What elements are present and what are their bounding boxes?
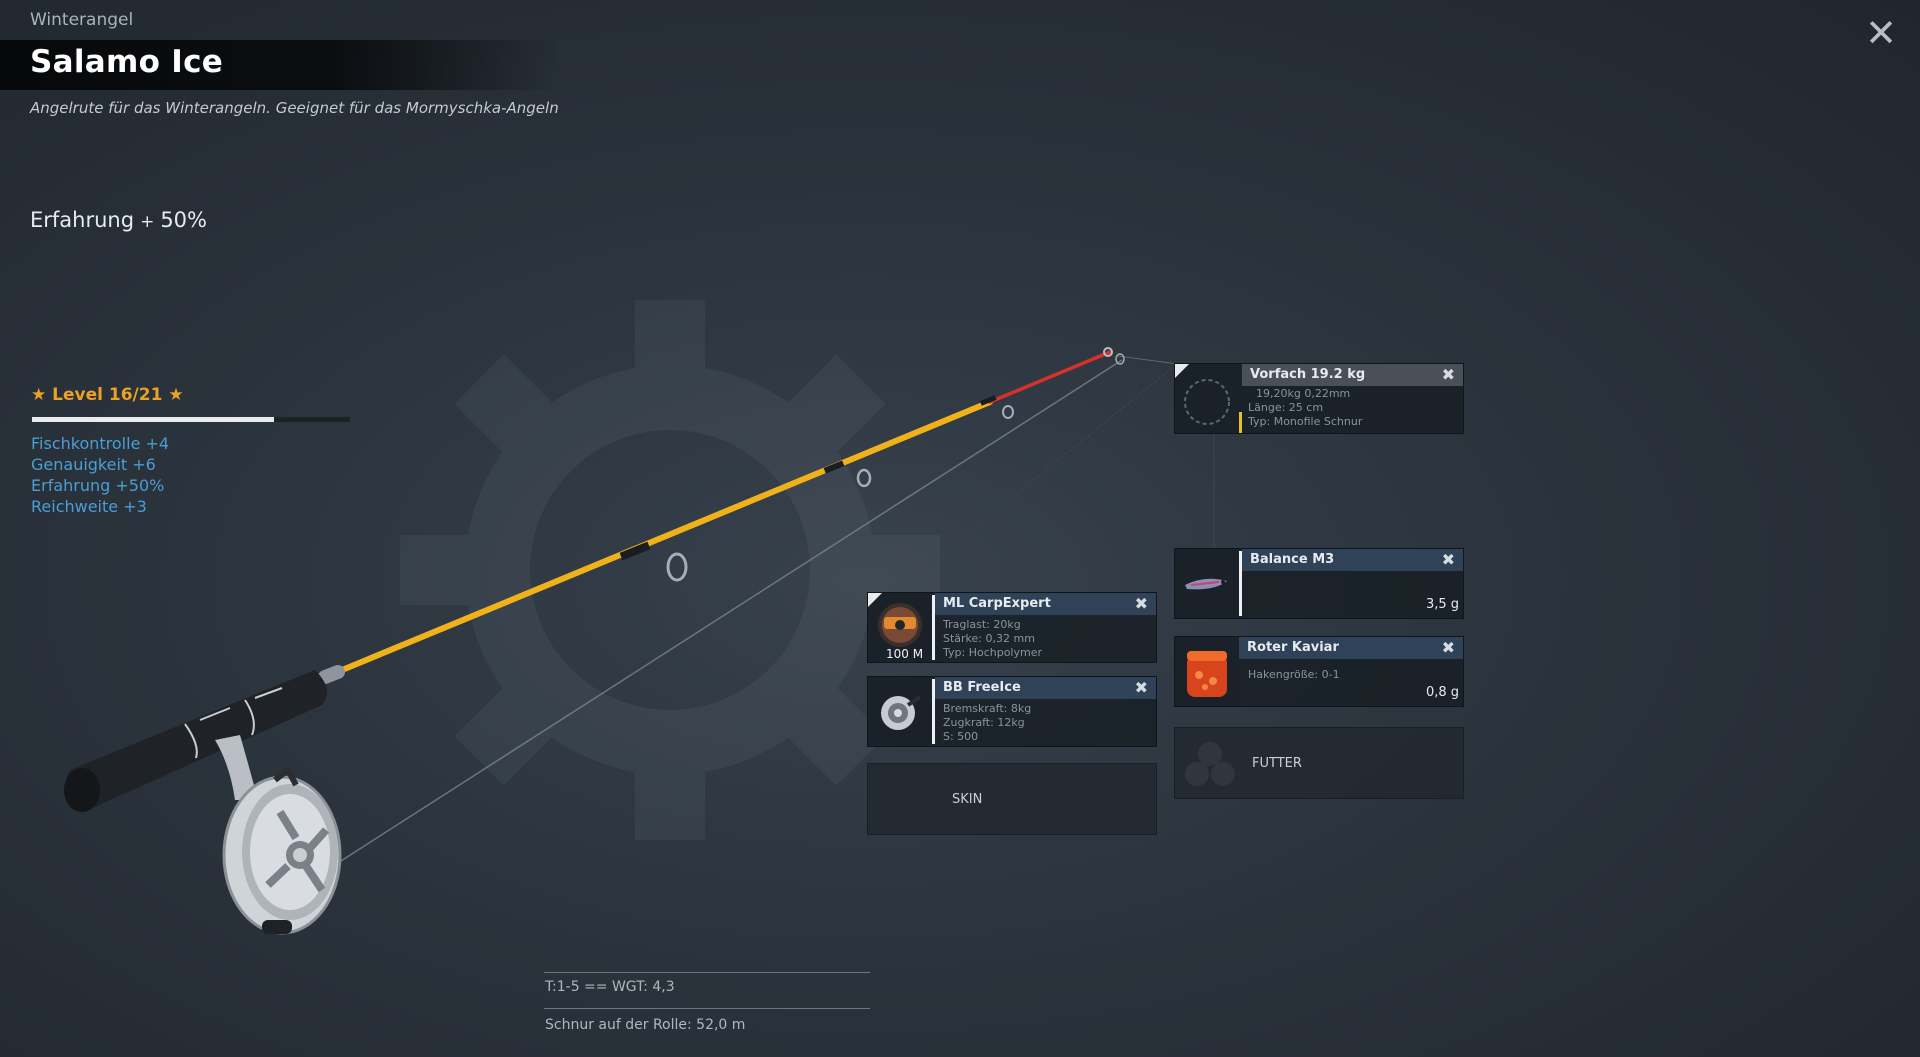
bait-prop: Hakengröße: 0-1 <box>1248 668 1340 681</box>
reel-header: BB FreeIce ✖ <box>935 677 1156 699</box>
leader-prop: Typ: Monofile Schnur <box>1248 415 1363 428</box>
experience-plus: + <box>140 212 155 232</box>
bait-header: Roter Kaviar ✖ <box>1239 637 1463 659</box>
line-on-reel: Schnur auf der Rolle: 52,0 m <box>545 1017 746 1033</box>
leader-header: Vorfach 19.2 kg ✖ <box>1242 364 1463 386</box>
rod-stats: T:1-5 == WGT: 4,3 <box>545 979 675 995</box>
reel-name: BB FreeIce <box>943 680 1021 695</box>
slot-corner-marker <box>1175 364 1189 378</box>
leader-marker <box>1239 412 1242 433</box>
category-label: Winterangel <box>30 10 134 30</box>
bait-weight: 0,8 g <box>1425 685 1459 700</box>
remove-lure-close-icon[interactable]: ✖ <box>1441 550 1455 569</box>
leader-name: Vorfach 19.2 kg <box>1250 367 1366 382</box>
reel-prop: S: 500 <box>943 730 979 743</box>
lure-weight: 3,5 g <box>1425 597 1459 612</box>
skin-slot[interactable]: SKIN <box>867 763 1157 835</box>
reel-slot[interactable]: BB FreeIce ✖ Bremskraft: 8kg Zugkraft: 1… <box>867 676 1157 747</box>
slot-divider <box>932 595 935 660</box>
groundbait-label: FUTTER <box>1252 756 1302 771</box>
bait-slot[interactable]: Roter Kaviar ✖ Hakengröße: 0-1 0,8 g <box>1174 636 1464 707</box>
skin-label: SKIN <box>952 792 983 807</box>
line-slot[interactable]: 100 M ML CarpExpert ✖ Traglast: 20kg Stä… <box>867 592 1157 663</box>
slot-divider <box>932 679 935 744</box>
line-properties: Traglast: 20kg Stärke: 0,32 mm Typ: Hoch… <box>943 618 1042 660</box>
item-description: Angelrute für das Winterangeln. Geeignet… <box>30 99 559 117</box>
leader-properties: 19,20kg 0,22mm Länge: 25 cm Typ: Monofil… <box>1248 387 1362 429</box>
line-prop: Stärke: 0,32 mm <box>943 632 1035 645</box>
bonus-item: Erfahrung +50% <box>31 476 165 495</box>
gear-watermark-icon <box>400 300 940 840</box>
reel-properties: Bremskraft: 8kg Zugkraft: 12kg S: 500 <box>943 702 1031 744</box>
bonus-item: Genauigkeit +6 <box>31 455 156 474</box>
bait-name: Roter Kaviar <box>1247 640 1339 655</box>
remove-line-close-icon[interactable]: ✖ <box>1134 594 1148 613</box>
line-header: ML CarpExpert ✖ <box>935 593 1156 615</box>
level-label: ★ Level 16/21 ★ <box>31 385 184 405</box>
reel-prop: Zugkraft: 12kg <box>943 716 1025 729</box>
experience-value: 50% <box>160 208 207 232</box>
lure-image <box>1175 549 1239 618</box>
slot-corner-marker <box>868 593 882 607</box>
line-length: 100 M <box>886 647 924 661</box>
level-progress-fill <box>32 417 275 422</box>
close-icon[interactable]: ✕ <box>1865 11 1897 55</box>
leader-prop: Länge: 25 cm <box>1248 401 1324 414</box>
experience-bonus: Erfahrung+50% <box>30 208 207 232</box>
slot-divider <box>1239 551 1242 616</box>
remove-bait-close-icon[interactable]: ✖ <box>1441 638 1455 657</box>
experience-label: Erfahrung <box>30 208 135 232</box>
title-bar <box>0 40 560 90</box>
level-bonus-list: Fischkontrolle +4 Genauigkeit +6 Erfahru… <box>31 433 169 517</box>
lure-name: Balance M3 <box>1250 552 1335 567</box>
bait-image <box>1175 637 1239 706</box>
groundbait-icon <box>1185 742 1235 786</box>
item-title: Salamo Ice <box>30 44 224 80</box>
stats-divider <box>544 1008 870 1009</box>
reel-prop: Bremskraft: 8kg <box>943 702 1032 715</box>
leader-slot[interactable]: Vorfach 19.2 kg ✖ 19,20kg 0,22mm Länge: … <box>1174 363 1464 434</box>
line-name: ML CarpExpert <box>943 596 1051 611</box>
lure-slot[interactable]: Balance M3 ✖ 3,5 g <box>1174 548 1464 619</box>
bonus-item: Reichweite +3 <box>31 497 147 516</box>
groundbait-slot[interactable]: FUTTER <box>1174 727 1464 799</box>
level-progress-bar <box>32 417 350 422</box>
remove-leader-close-icon[interactable]: ✖ <box>1441 365 1455 384</box>
remove-reel-close-icon[interactable]: ✖ <box>1134 678 1148 697</box>
leader-prop: 19,20kg 0,22mm <box>1256 387 1351 400</box>
lure-header: Balance M3 ✖ <box>1242 549 1463 571</box>
reel-image <box>868 677 932 746</box>
line-spool-image <box>868 593 932 662</box>
stats-divider <box>544 972 870 973</box>
bonus-item: Fischkontrolle +4 <box>31 434 170 453</box>
line-prop: Typ: Hochpolymer <box>943 646 1043 659</box>
bait-properties: Hakengröße: 0-1 <box>1248 668 1340 682</box>
line-prop: Traglast: 20kg <box>943 618 1021 631</box>
